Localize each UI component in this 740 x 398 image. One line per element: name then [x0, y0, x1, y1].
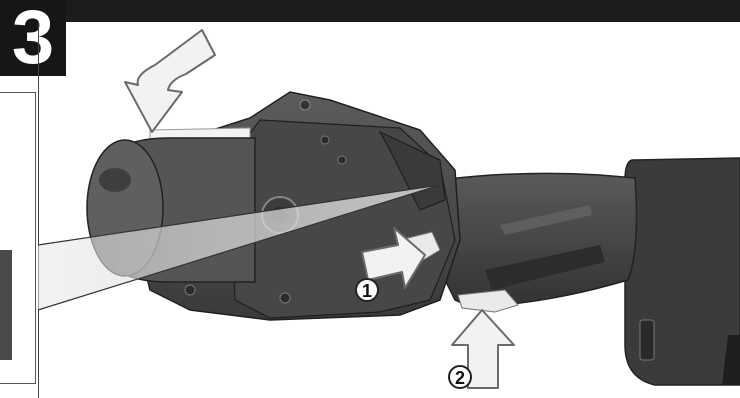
callout-1-label: 1: [362, 281, 372, 301]
press-arrow-icon: [451, 309, 515, 389]
step-number-badge: 3: [0, 0, 66, 76]
push-arrow-icon: [361, 227, 426, 289]
callout-2-label: 2: [455, 368, 465, 388]
curved-arrow-icon: [124, 29, 216, 133]
callout-1: 1: [355, 278, 379, 302]
inset-divider: [38, 22, 39, 398]
magnifier-beam: [37, 184, 441, 311]
tool-handle: [439, 172, 638, 307]
header-bar: [0, 0, 740, 22]
trigger: [457, 289, 519, 313]
detail-inset-image: [0, 250, 12, 360]
battery-pack: [624, 157, 740, 386]
callout-2: 2: [448, 365, 472, 389]
